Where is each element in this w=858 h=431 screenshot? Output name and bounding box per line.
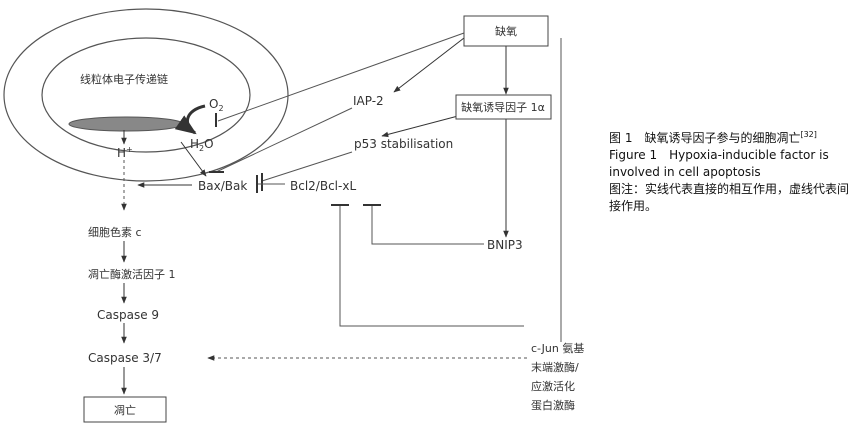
caption-en-line2: involved in cell apoptosis bbox=[609, 165, 761, 179]
jnk-label-line3: 应激活化 bbox=[531, 379, 575, 393]
caspase37-label: Caspase 3/7 bbox=[88, 351, 162, 365]
hypoxia-box bbox=[463, 15, 549, 47]
bcl2-label: Bcl2/Bcl-xL bbox=[290, 179, 356, 193]
h2o-label: H2O bbox=[190, 137, 214, 153]
arrow-h2o-to-bax bbox=[180, 141, 207, 177]
hif1a-box bbox=[455, 94, 552, 120]
figure-caption: 图 1 缺氧诱导因子参与的细胞凋亡[32] Figure 1 Hypoxia-i… bbox=[609, 126, 857, 215]
inhibit-p53-to-bax bbox=[261, 151, 353, 182]
mitochondrion-inner bbox=[41, 37, 251, 153]
o2-to-h2o-arrow bbox=[174, 104, 206, 135]
bnip3-label: BNIP3 bbox=[487, 238, 523, 252]
caption-en-line1: Figure 1 Hypoxia-inducible factor is bbox=[609, 148, 829, 162]
hif1a-label: 缺氧诱导因子 1α bbox=[461, 100, 545, 114]
inhibit-jnk-to-bcl2 bbox=[339, 206, 524, 327]
arrow-hif1a-to-p53 bbox=[381, 115, 459, 138]
caspase9-label: Caspase 9 bbox=[97, 308, 159, 322]
iap2-label: IAP-2 bbox=[353, 94, 384, 108]
arrow-hypoxia-to-iap2 bbox=[393, 37, 465, 93]
jnk-label-line2: 末端激酶/ bbox=[531, 360, 579, 374]
apoptosis-label: 凋亡 bbox=[114, 403, 136, 417]
inhibit-hypoxia-to-o2 bbox=[217, 32, 465, 122]
mito-chain-label: 线粒体电子传递链 bbox=[80, 72, 168, 86]
caption-cn-title: 图 1 缺氧诱导因子参与的细胞凋亡[32] bbox=[609, 130, 817, 145]
apaf1-label: 凋亡酶激活因子 1 bbox=[88, 267, 176, 281]
cytochrome-c-label: 细胞色素 c bbox=[88, 225, 142, 239]
h-plus-label: H+ bbox=[117, 145, 133, 160]
inhibit-bnip3-to-bcl2 bbox=[371, 206, 484, 245]
jnk-label-line1: c-Jun 氨基 bbox=[531, 342, 584, 355]
hypoxia-label: 缺氧 bbox=[495, 24, 517, 38]
p53-label: p53 stabilisation bbox=[354, 137, 453, 151]
jnk-label-line4: 蛋白激酶 bbox=[531, 398, 575, 412]
membrane-complex bbox=[68, 116, 184, 132]
mitochondrion-outer bbox=[3, 8, 289, 182]
caption-note: 图注：实线代表直接的相互作用，虚线代表间接作用。 bbox=[609, 182, 850, 213]
bax-bak-label: Bax/Bak bbox=[198, 179, 247, 193]
inhibit-iap2-to-bax bbox=[215, 107, 353, 173]
hif-apoptosis-diagram: 线粒体电子传递链 O2 H2O H+ 缺氧 IAP-2 缺氧诱导因子 1α p5… bbox=[3, 8, 584, 423]
o2-label: O2 bbox=[209, 97, 224, 113]
apoptosis-box bbox=[83, 396, 167, 423]
